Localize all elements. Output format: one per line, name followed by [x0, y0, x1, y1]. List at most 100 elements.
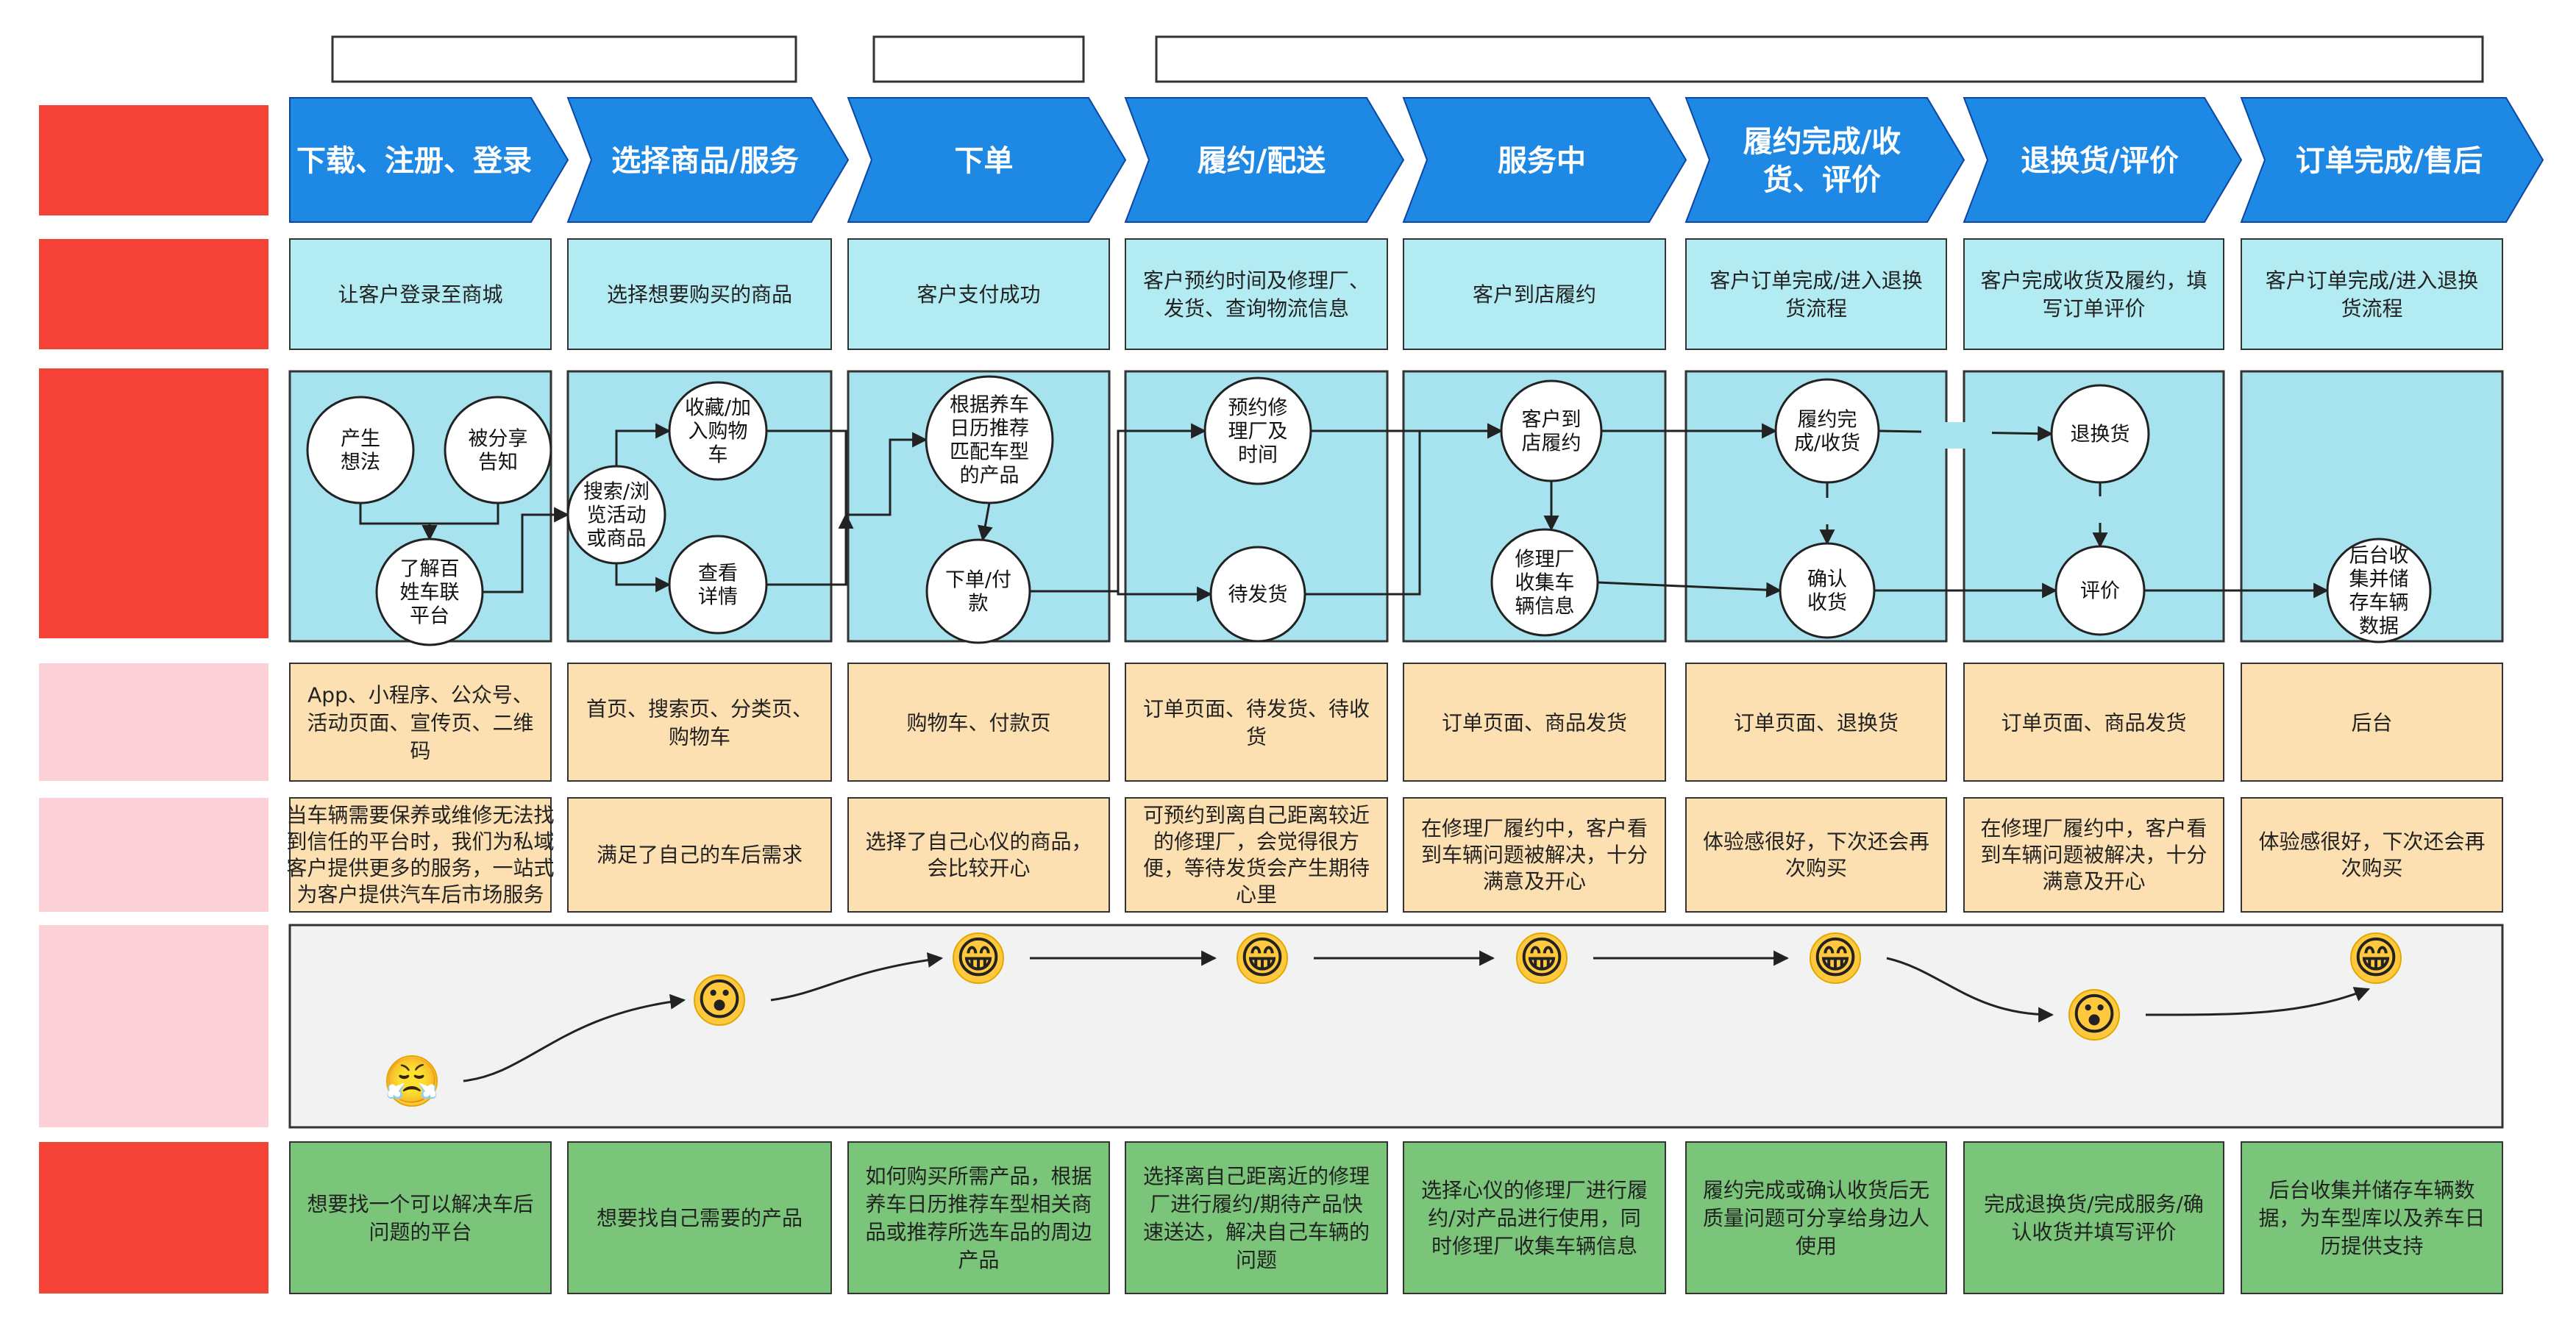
- grinning-face-icon-bg: [953, 932, 1004, 984]
- flow-node: [2054, 545, 2146, 636]
- grinning-face-icon: 😁: [1239, 932, 1286, 984]
- goal-cell: [1125, 238, 1388, 350]
- flow-node: [1203, 377, 1312, 485]
- need-text: 想要找自己需要的产品: [597, 1206, 803, 1230]
- grinning-face-icon-bg: [1810, 932, 1861, 984]
- need-text: 履约完成或确认收货后无质量问题可分享给身边人使用: [1703, 1178, 1929, 1258]
- goal-text: 客户支付成功: [917, 282, 1040, 307]
- flow-node-label: 下单/付款: [945, 569, 1011, 615]
- flow-edge: [1886, 957, 2054, 1023]
- flow-node: [668, 381, 768, 481]
- flow-node: [444, 396, 552, 504]
- need-text: 后台收集并储存车辆数据，为车型库以及养车日历提供支持: [2258, 1178, 2485, 1258]
- flow-edge: [1305, 423, 1504, 596]
- thought-text: 在修理厂履约中，客户看到车辆问题被解决，十分满意及开心: [1980, 816, 2207, 893]
- flow-edge: [2145, 987, 2370, 1016]
- flow-edge: [483, 507, 570, 593]
- flow-edge: [978, 502, 993, 542]
- thought-cell: [1125, 797, 1388, 913]
- flow-node: [1779, 542, 1876, 639]
- flow-edge: [770, 952, 944, 1002]
- touchpoint-text: 订单页面、待发货、待收货: [1143, 696, 1370, 749]
- flow-node-label: 退换货: [2071, 424, 2130, 446]
- need-cell: [567, 1141, 832, 1294]
- goal-text: 客户预约时间及修理厂、发货、查询物流信息: [1143, 268, 1370, 321]
- stage-label: 退换货/评价: [2021, 144, 2179, 178]
- grinning-face-icon: 😁: [1519, 932, 1565, 984]
- need-cell: [2241, 1141, 2503, 1294]
- thought-text: 在修理厂履约中，客户看到车辆问题被解决，十分满意及开心: [1421, 816, 1648, 893]
- thought-cell: [567, 797, 832, 913]
- thought-cell: [847, 797, 1110, 913]
- flow-node-label: 确认收货: [1807, 568, 1847, 615]
- stage-chevron: [289, 97, 569, 223]
- stage-label: 服务中: [1498, 144, 1586, 178]
- flow-node: [2326, 538, 2432, 643]
- grinning-face-icon-bg: [2350, 932, 2402, 984]
- thought-text: 可预约到离自己距离较近的修理厂，会觉得很方便，等待发货会产生期待心里: [1143, 803, 1370, 907]
- emotion-area: [288, 924, 2504, 1129]
- stage-label: 下单: [955, 144, 1014, 178]
- goal-text: 客户订单完成/进入退换货流程: [1709, 268, 1922, 321]
- touchpoint-cell: [1963, 663, 2224, 782]
- goal-text: 选择想要购买的商品: [607, 282, 792, 307]
- touchpoint-text: 购物车、付款页: [906, 710, 1050, 735]
- row-label-box: [39, 368, 268, 638]
- flow-edge: [421, 503, 499, 541]
- need-text: 完成退换货/完成服务/确认收货并填写评价: [1984, 1192, 2204, 1244]
- need-text: 选择离自己距离近的修理厂进行履约/期待产品快速送达，解决自己车辆的问题: [1143, 1164, 1370, 1272]
- edge-label-bg: [2045, 496, 2155, 523]
- touchpoint-cell: [847, 663, 1110, 782]
- goal-cell: [847, 238, 1110, 350]
- phase-box: [1155, 35, 2484, 83]
- stage-label: 履约完成/收货、评价: [1743, 125, 1901, 197]
- row-label-box: [39, 239, 268, 349]
- edge-label-bg: [1792, 498, 1862, 524]
- flow-node-label: 搜索/浏览活动或商品: [583, 481, 650, 551]
- thought-cell: [1685, 797, 1947, 913]
- goal-text: 客户完成收货及履约，填写订单评价: [1980, 268, 2207, 321]
- grinning-face-icon-bg: [1237, 932, 1288, 984]
- flow-node-label: 预约修理厂及时间: [1228, 397, 1288, 467]
- goal-cell: [1403, 238, 1666, 350]
- touchpoint-text: 订单页面、退换货: [1734, 710, 1899, 735]
- stage-chevron: [1124, 97, 1405, 223]
- thought-text: 体验感很好，下次还会再次购买: [2258, 829, 2485, 880]
- flow-node-label: 评价: [2080, 580, 2120, 603]
- flow-node-label: 产生想法: [341, 428, 380, 474]
- stage-label: 下载、注册、登录: [296, 144, 532, 178]
- surprised-face-icon-bg: [2068, 989, 2120, 1041]
- touchpoint-text: App、小程序、公众号、活动页面、宣传页、二维码: [307, 682, 533, 763]
- flow-node: [1500, 379, 1603, 482]
- flow-edge: [1030, 586, 1213, 602]
- flow-node-label: 客户到店履约: [1522, 409, 1581, 455]
- touchpoint-cell: [1125, 663, 1388, 782]
- touchpoint-cell: [289, 663, 552, 782]
- phase-box: [331, 35, 797, 83]
- surprised-face-icon: 😮: [2071, 989, 2118, 1041]
- flow-edge: [1597, 581, 1782, 598]
- row-label-box: [39, 105, 268, 215]
- flow-edge: [615, 563, 672, 593]
- touchpoint-text: 订单页面、商品发货: [1442, 710, 1627, 735]
- goal-text: 客户到店履约: [1473, 282, 1596, 307]
- grinning-face-icon: 😁: [956, 932, 1002, 984]
- stage-chevron: [1402, 97, 1687, 223]
- thought-cell: [2241, 797, 2503, 913]
- thought-text: 满足了自己的车后需求: [597, 843, 803, 867]
- touchpoint-cell: [1685, 663, 1947, 782]
- flow-node-label: 履约完成/收货: [1794, 409, 1860, 455]
- row-label-box: [39, 798, 268, 912]
- flow-node-label: 了解百姓车联平台: [400, 558, 460, 628]
- goal-text: 让客户登录至商城: [338, 282, 502, 307]
- need-text: 选择心仪的修理厂进行履约/对产品进行使用，同时修理厂收集车辆信息: [1421, 1178, 1648, 1258]
- stage-label: 选择商品/服务: [611, 144, 799, 178]
- steaming-face-icon: 😤: [385, 1055, 440, 1107]
- stage-label: 订单完成/售后: [2296, 144, 2483, 178]
- goal-text: 客户订单完成/进入退换货流程: [2266, 268, 2478, 321]
- flow-node: [375, 538, 484, 646]
- flow-node-label: 修理厂收集车辆信息: [1515, 549, 1575, 618]
- grinning-face-icon: 😁: [1812, 932, 1859, 984]
- flow-edge: [463, 993, 686, 1082]
